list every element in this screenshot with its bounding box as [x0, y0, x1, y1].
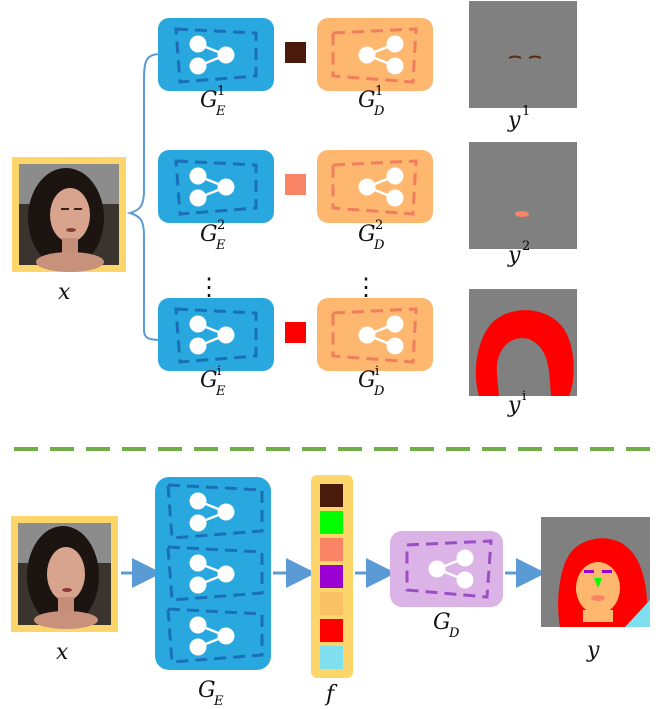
feature-cell — [320, 511, 343, 534]
top-input-label: x — [58, 280, 71, 305]
ellipsis-decoder: ⋮ — [354, 273, 378, 301]
feature-cell — [320, 646, 343, 669]
top-input-image — [12, 157, 126, 272]
lips-mark — [515, 211, 529, 217]
joint-decoder-block — [390, 531, 503, 607]
color-swatch — [285, 322, 306, 343]
encoder-subnet — [166, 607, 264, 664]
top-row — [158, 1, 577, 108]
encoder-subnet — [166, 545, 264, 602]
bottom-input-label: x — [56, 640, 69, 665]
decoder-block — [317, 150, 433, 223]
encoder-subnet — [166, 483, 264, 540]
face-photo-icon — [18, 523, 111, 629]
branch-bracket — [126, 53, 163, 341]
output-map — [469, 289, 577, 396]
decoder-block — [317, 18, 433, 91]
ellipsis-encoder: ⋮ — [197, 273, 221, 301]
color-swatch — [285, 174, 306, 195]
feature-cell — [320, 538, 343, 561]
encoder-block — [158, 150, 274, 223]
output-map — [469, 142, 577, 249]
hair-mask — [475, 310, 574, 396]
feature-vector — [311, 475, 353, 678]
joint-encoder-block — [155, 477, 271, 670]
feature-cell — [320, 592, 343, 615]
top-row — [158, 142, 577, 249]
output-parsing-map — [541, 517, 650, 627]
feature-cell — [320, 565, 343, 588]
color-swatch — [285, 42, 306, 63]
output-map — [469, 1, 577, 108]
joint-decoder-label: G D — [433, 610, 460, 642]
top-row — [158, 289, 577, 396]
joint-encoder-label: G E — [198, 678, 224, 709]
bottom-input-image — [11, 516, 118, 632]
feature-cell — [320, 619, 343, 642]
feature-cell — [320, 484, 343, 507]
encoder-block — [158, 298, 274, 371]
feature-label: f — [326, 682, 335, 707]
output-label: y — [587, 638, 600, 663]
brow-mark — [508, 55, 522, 59]
brow-mark — [528, 55, 542, 59]
face-photo-icon — [19, 164, 119, 272]
encoder-block — [158, 18, 274, 91]
decoder-block — [317, 298, 433, 371]
